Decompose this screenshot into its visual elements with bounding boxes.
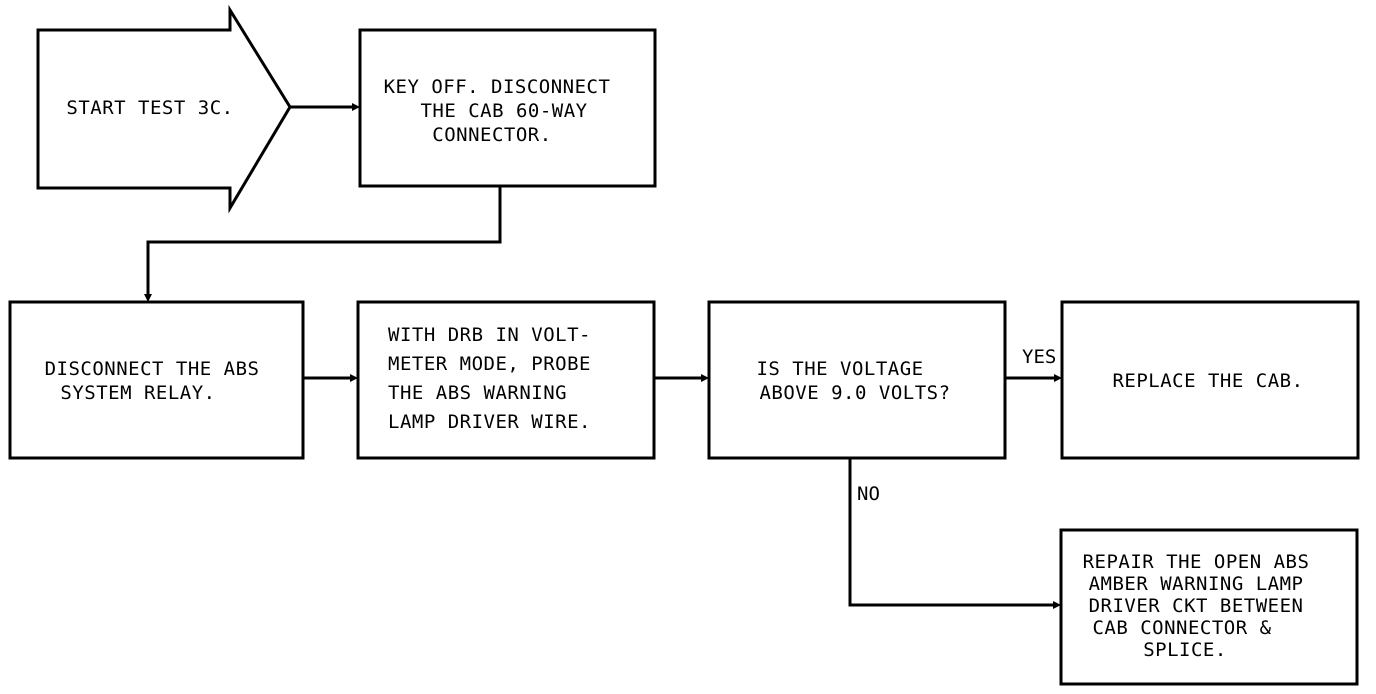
repair-node-line: SPLICE. [1143, 639, 1227, 661]
probe-node-line: LAMP DRIVER WIRE. [388, 411, 591, 433]
decision-node: IS THE VOLTAGE ABOVE 9.0 VOLTS? [707, 300, 1007, 460]
yes-label: YES [1022, 346, 1056, 368]
arrowhead [701, 374, 709, 382]
arrowhead [352, 103, 360, 111]
connector-key-off-to-relay [146, 186, 502, 294]
key-off-node-line: CONNECTOR. [432, 124, 551, 146]
decision-node-text: IS THE VOLTAGE ABOVE 9.0 VOLTS? [756, 358, 950, 404]
replace-node: REPLACE THE CAB. [1060, 300, 1360, 460]
key-off-node-line: THE CAB 60-WAY [420, 100, 587, 122]
start-node: START TEST 3C. [36, 4, 292, 214]
disconnect-relay-node-line: SYSTEM RELAY. [60, 382, 215, 404]
repair-node-text: REPAIR THE OPEN ABS AMBER WARNING LAMP D… [1083, 551, 1322, 661]
connector-decision-to-repair [848, 458, 1053, 607]
probe-node-text: WITH DRB IN VOLT- METER MODE, PROBE THE … [388, 324, 603, 433]
probe-node: WITH DRB IN VOLT- METER MODE, PROBE THE … [356, 300, 656, 460]
no-label: NO [857, 483, 880, 505]
probe-box [356, 300, 656, 460]
disconnect-relay-node-line: DISCONNECT THE ABS [45, 358, 260, 380]
decision-node-line: IS THE VOLTAGE [756, 358, 923, 380]
key-off-node: KEY OFF. DISCONNECT THE CAB 60-WAY CONNE… [358, 28, 657, 188]
arrowhead [350, 374, 358, 382]
arrowhead [1054, 374, 1062, 382]
repair-node-line: REPAIR THE OPEN ABS [1083, 551, 1310, 573]
repair-node-line: DRIVER CKT BETWEEN [1089, 595, 1304, 617]
disconnect-relay-box [8, 300, 305, 460]
disconnect-relay-node-text: DISCONNECT THE ABS SYSTEM RELAY. [45, 358, 272, 404]
repair-node-line: CAB CONNECTOR & [1092, 617, 1271, 639]
decision-box [707, 300, 1007, 460]
replace-box [1060, 300, 1360, 460]
start-node-text: START TEST 3C. [66, 97, 233, 119]
key-off-node-line: KEY OFF. DISCONNECT [384, 76, 611, 98]
arrowhead [144, 294, 152, 302]
probe-node-line: THE ABS WARNING [388, 382, 567, 404]
replace-node-line: REPLACE THE CAB. [1112, 370, 1303, 392]
probe-node-line: METER MODE, PROBE [388, 353, 591, 375]
replace-node-text: REPLACE THE CAB. [1112, 370, 1303, 392]
probe-node-line: WITH DRB IN VOLT- [388, 324, 591, 346]
arrowhead [1053, 601, 1061, 609]
key-off-node-text: KEY OFF. DISCONNECT THE CAB 60-WAY CONNE… [384, 76, 623, 146]
start-arrow-shape [36, 4, 292, 214]
key-off-box [358, 28, 657, 188]
repair-box [1059, 528, 1359, 686]
decision-node-line: ABOVE 9.0 VOLTS? [759, 382, 950, 404]
repair-node: REPAIR THE OPEN ABS AMBER WARNING LAMP D… [1059, 528, 1359, 686]
connectors [144, 103, 1062, 609]
repair-node-line: AMBER WARNING LAMP [1089, 573, 1304, 595]
disconnect-relay-node: DISCONNECT THE ABS SYSTEM RELAY. [8, 300, 305, 460]
start-node-line: START TEST 3C. [66, 97, 233, 119]
